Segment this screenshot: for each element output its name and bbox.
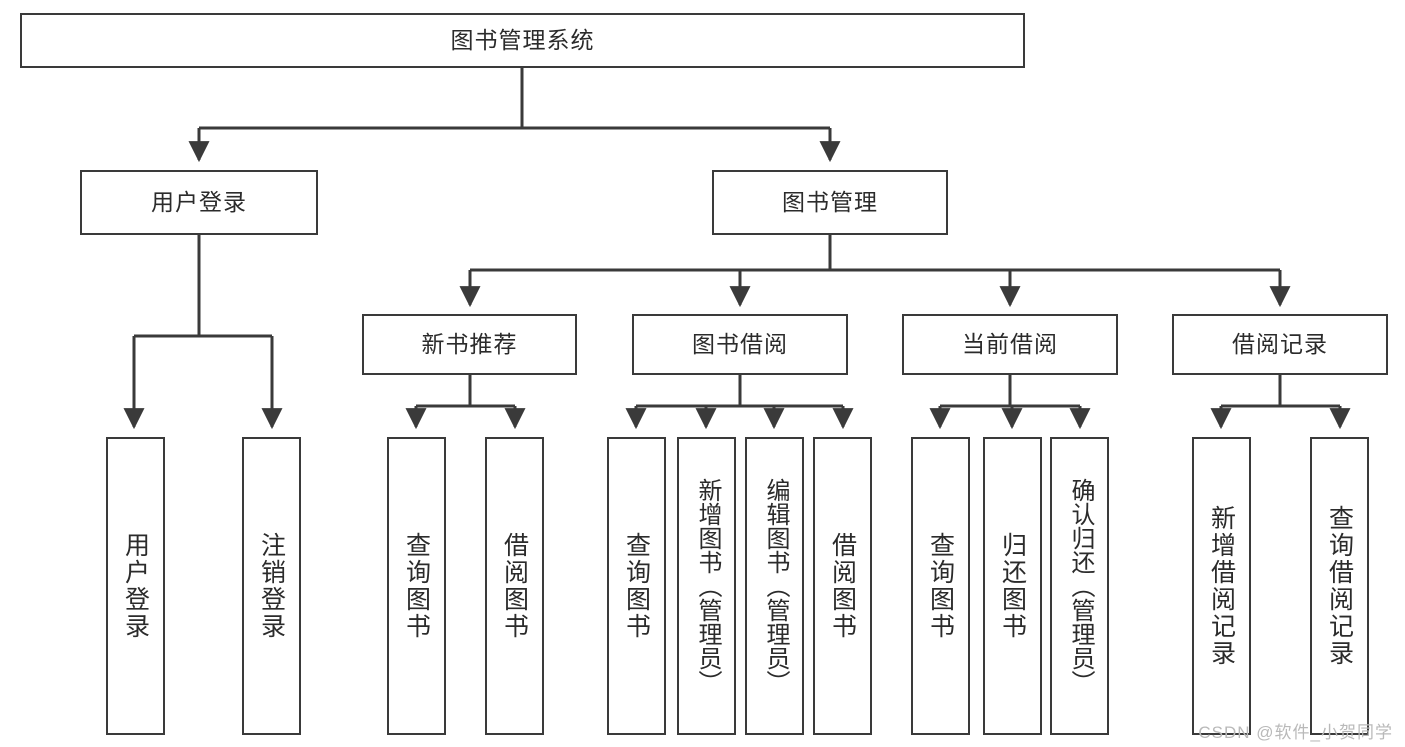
leaf-add-borrow-record[interactable]: 新增借阅记录: [1192, 437, 1251, 735]
leaf-user-login-label: 用户登录: [121, 532, 150, 640]
leaf-edit-book-admin-label: 编辑图书（管理员）: [761, 478, 789, 694]
leaf-confirm-return-admin-label: 确认归还（管理员）: [1066, 478, 1094, 694]
leaf-query-books-borrow[interactable]: 查询图书: [607, 437, 666, 735]
leaf-add-borrow-record-label: 新增借阅记录: [1207, 505, 1236, 667]
leaf-logout[interactable]: 注销登录: [242, 437, 301, 735]
node-user-login[interactable]: 用户登录: [80, 170, 318, 235]
leaf-add-book-admin-label: 新增图书（管理员）: [693, 478, 721, 694]
leaf-borrow-books-recommend-label: 借阅图书: [500, 532, 529, 640]
leaf-query-books-borrow-label: 查询图书: [622, 532, 651, 640]
node-book-borrow-label: 图书借阅: [692, 330, 788, 357]
node-book-management[interactable]: 图书管理: [712, 170, 948, 235]
node-book-borrow[interactable]: 图书借阅: [632, 314, 848, 375]
leaf-add-book-admin[interactable]: 新增图书（管理员）: [677, 437, 736, 735]
node-borrow-records-label: 借阅记录: [1232, 330, 1328, 357]
leaf-user-login[interactable]: 用户登录: [106, 437, 165, 735]
leaf-query-books-recommend-label: 查询图书: [402, 532, 431, 640]
node-current-borrow[interactable]: 当前借阅: [902, 314, 1118, 375]
leaf-query-borrow-record-label: 查询借阅记录: [1325, 505, 1354, 667]
node-new-book-recommend[interactable]: 新书推荐: [362, 314, 577, 375]
node-new-book-recommend-label: 新书推荐: [421, 330, 518, 357]
node-root-label: 图书管理系统: [450, 26, 595, 53]
leaf-query-books-recommend[interactable]: 查询图书: [387, 437, 446, 735]
leaf-borrow-books[interactable]: 借阅图书: [813, 437, 872, 735]
leaf-query-books-current[interactable]: 查询图书: [911, 437, 970, 735]
leaf-edit-book-admin[interactable]: 编辑图书（管理员）: [745, 437, 804, 735]
csdn-watermark: CSDN @软件_小贺同学: [1198, 723, 1393, 742]
node-user-login-label: 用户登录: [151, 188, 247, 215]
leaf-return-books-label: 归还图书: [998, 532, 1027, 640]
leaf-confirm-return-admin[interactable]: 确认归还（管理员）: [1050, 437, 1109, 735]
leaf-query-books-current-label: 查询图书: [926, 532, 955, 640]
leaf-borrow-books-label: 借阅图书: [828, 532, 857, 640]
leaf-return-books[interactable]: 归还图书: [983, 437, 1042, 735]
leaf-query-borrow-record[interactable]: 查询借阅记录: [1310, 437, 1369, 735]
node-borrow-records[interactable]: 借阅记录: [1172, 314, 1388, 375]
leaf-borrow-books-recommend[interactable]: 借阅图书: [485, 437, 544, 735]
node-book-management-label: 图书管理: [782, 188, 878, 215]
node-current-borrow-label: 当前借阅: [962, 330, 1058, 357]
leaf-logout-label: 注销登录: [257, 532, 286, 640]
node-root[interactable]: 图书管理系统: [20, 13, 1025, 68]
